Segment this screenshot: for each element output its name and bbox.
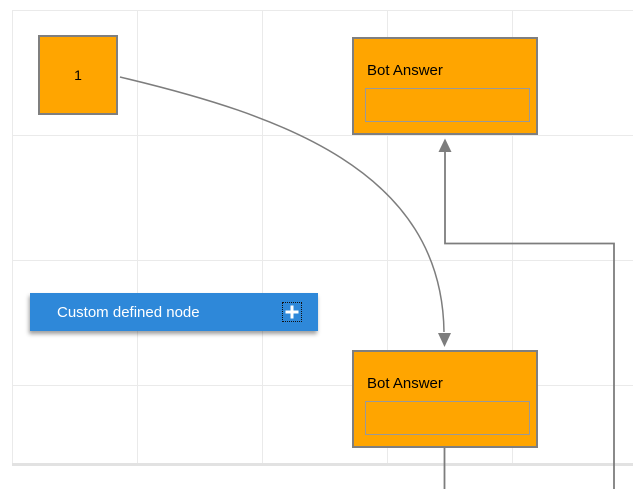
grid-bottom-edge	[12, 463, 633, 466]
plus-icon	[285, 305, 299, 319]
bot-answer-input[interactable]	[365, 88, 530, 122]
add-button[interactable]	[282, 302, 302, 322]
connector-curve[interactable]	[119, 76, 451, 347]
bot-answer-input[interactable]	[365, 401, 530, 435]
node-1[interactable]: 1	[38, 35, 118, 115]
arrow-down-icon	[438, 333, 451, 347]
connector-elbow[interactable]	[438, 138, 615, 489]
bot-answer-title: Bot Answer	[367, 375, 443, 392]
arrow-up-icon	[438, 138, 452, 152]
connector-curve-path[interactable]	[119, 76, 445, 333]
connector-elbow-path[interactable]	[444, 151, 615, 489]
bot-answer-node-bottom[interactable]: Bot Answer	[352, 350, 538, 448]
custom-node-label: Custom defined node	[57, 303, 200, 321]
bot-answer-title: Bot Answer	[367, 62, 443, 79]
custom-defined-node[interactable]: Custom defined node	[30, 293, 318, 331]
bot-answer-node-top[interactable]: Bot Answer	[352, 37, 538, 135]
node-1-label: 1	[74, 67, 82, 83]
